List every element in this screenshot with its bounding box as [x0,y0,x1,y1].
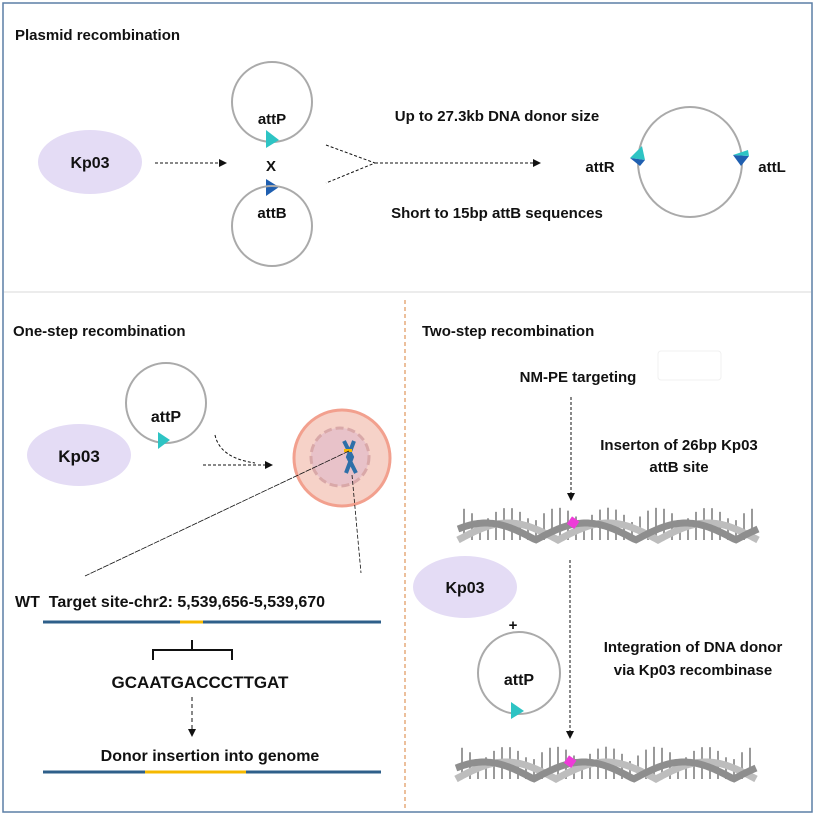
attp-site-icon [158,432,170,449]
attp-site-icon [511,702,524,719]
kp03-enzyme [38,130,142,194]
plus-sign: + [509,617,518,634]
attb-insert-icon [566,516,580,529]
dna-strand [456,519,760,544]
two-step-panel: Two-step recombination NM-PE targeting I… [413,323,783,783]
cross-label: X [266,158,276,175]
attb-site-icon [266,179,279,196]
attb-insert-icon [563,755,577,768]
one-step-panel: One-step recombination attP Kp03 WT Targ… [13,323,392,774]
kp03-enzyme [27,424,131,486]
attp-label: attP [504,672,535,689]
curved-arrow [214,434,256,464]
brace [152,640,233,660]
nm-pe-targeting-label: NM-PE targeting [520,369,637,386]
dna-strand [454,758,758,783]
integration-line2: via Kp03 recombinase [614,662,772,679]
dna-strand [454,758,758,783]
donor-size-note: Up to 27.3kb DNA donor size [395,108,599,125]
zoom-line [84,450,350,577]
attl-label: attL [758,159,786,176]
attb-plasmid [231,185,313,267]
chromosome-target [344,449,352,452]
attr-site-icon-part [630,158,645,166]
blank-box [657,350,722,381]
donor-insertion-label: Donor insertion into genome [101,748,320,765]
zoom-line [351,474,362,574]
attr-label: attR [585,159,614,176]
kp03-label: Kp03 [58,447,100,466]
plasmid-panel: Plasmid recombination Kp03 attP X attB U… [15,27,786,267]
attl-site-icon-part [733,150,749,156]
nucleus-icon [309,426,371,488]
dna-strand [456,519,760,544]
chromosome-icon [342,440,358,474]
attp-site-icon [266,130,279,148]
one-step-title: One-step recombination [13,323,186,340]
attl-site-icon [733,155,749,166]
target-site-label: WT Target site-chr2: 5,539,656-5,539,670 [15,594,325,611]
attb-label: attB [257,205,286,222]
attb-length-note: Short to 15bp attB sequences [391,205,603,222]
attb-insertion-line2: attB site [649,459,708,476]
kp03-label: Kp03 [445,580,484,597]
kp03-enzyme [413,556,517,618]
integration-line1: Integration of DNA donor [604,639,783,656]
target-sequence: GCAATGACCCTTGAT [112,673,290,692]
attr-site-icon [630,146,645,160]
attb-insertion-line1: Inserton of 26bp Kp03 [600,437,758,454]
dna-helix [456,507,760,544]
attp-label: attP [258,111,286,128]
kp03-label: Kp03 [70,155,109,172]
attp-label: attP [151,409,182,426]
two-step-title: Two-step recombination [422,323,594,340]
plasmid-title: Plasmid recombination [15,27,180,44]
dna-helix [454,746,758,783]
